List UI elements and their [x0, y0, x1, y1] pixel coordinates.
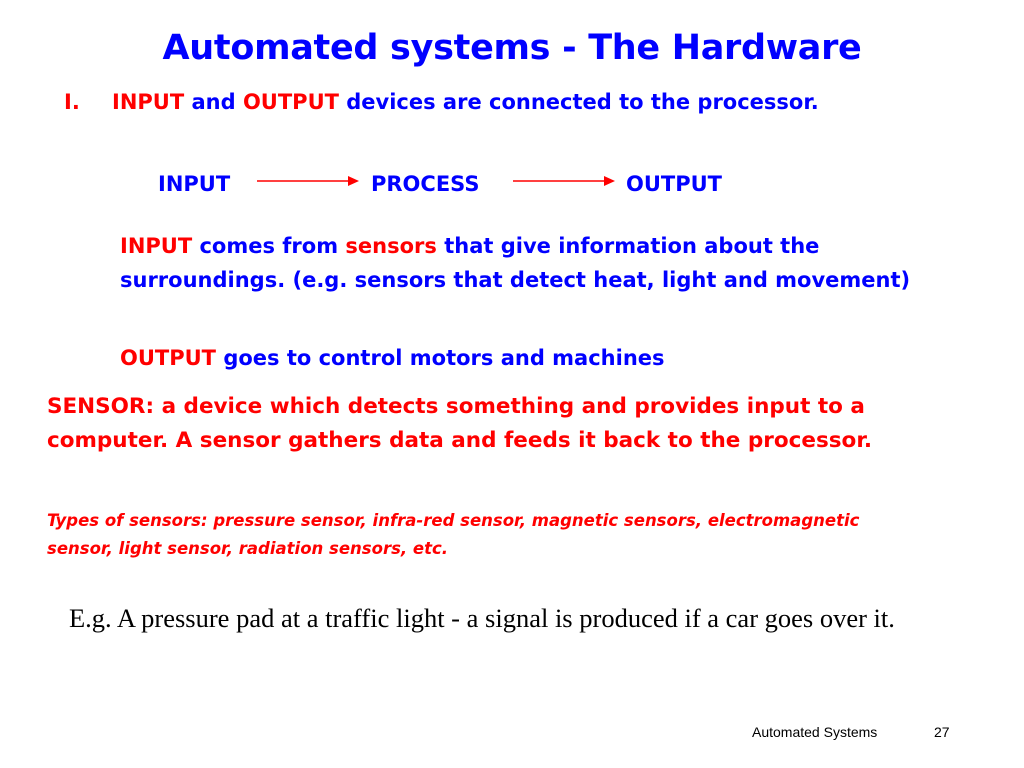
footer-label: Automated Systems [752, 724, 878, 740]
flow-process-label: PROCESS [371, 172, 480, 196]
point-rest-text: devices are connected to the processor. [346, 90, 819, 114]
sensor-definition: SENSOR: a device which detects something… [47, 394, 873, 453]
point-output-word: OUTPUT [242, 90, 339, 114]
flow-input-label: INPUT [158, 172, 231, 196]
slide-title: Automated systems - The Hardware [162, 28, 862, 68]
page-number: 27 [934, 724, 950, 740]
point-input-word: INPUT [112, 90, 185, 114]
input-desc-lead: INPUT [120, 234, 193, 258]
point-one: I. INPUT and OUTPUT devices are connected… [54, 86, 854, 118]
output-desc-lead: OUTPUT [120, 346, 216, 370]
input-desc-sensors: sensors [345, 234, 437, 258]
output-description: OUTPUT goes to control motors and machin… [120, 341, 930, 375]
output-desc-rest: goes to control motors and machines [223, 346, 665, 370]
flow-arrow-right-icon [257, 176, 359, 186]
flow-output-label: OUTPUT [626, 172, 722, 196]
input-desc-part1: comes from [199, 234, 339, 258]
point-number: I. [64, 90, 80, 114]
sensor-types: Types of sensors: pressure sensor, infra… [47, 511, 860, 558]
input-desc-part2: that give information about the surround… [120, 234, 911, 292]
input-description: INPUT comes from sensors that give infor… [120, 229, 930, 297]
example-text: E.g. A pressure pad at a traffic light -… [69, 603, 895, 633]
point-and-word: and [191, 90, 236, 114]
flow-arrow-right-icon [513, 176, 615, 186]
